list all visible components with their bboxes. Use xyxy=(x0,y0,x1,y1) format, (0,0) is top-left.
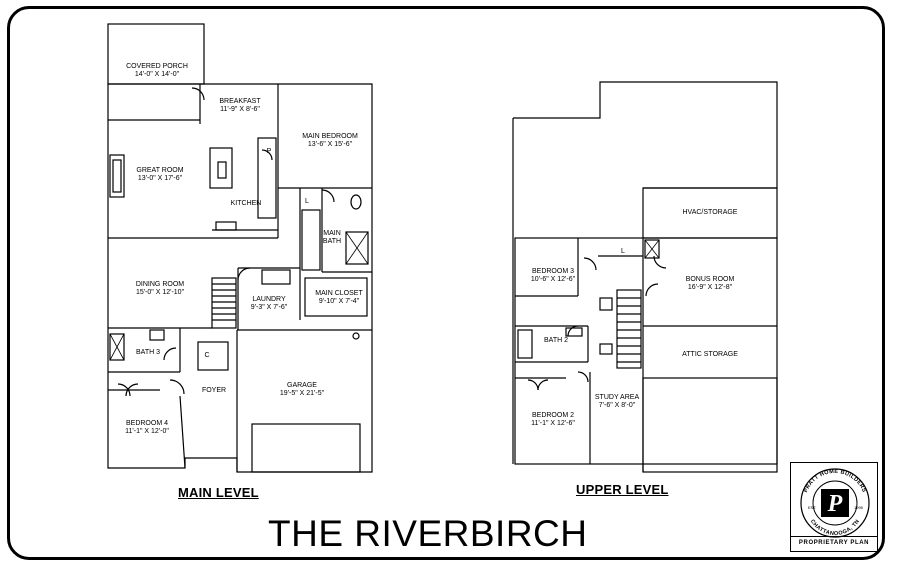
room-laundry: LAUNDRY 9'-3" x 7'-6" xyxy=(250,296,288,311)
svg-text:1995: 1995 xyxy=(854,505,864,510)
room-attic-storage: ATTIC STORAGE xyxy=(682,351,738,358)
room-great-room: GREAT ROOM 13'-0" x 17'-6" xyxy=(136,167,184,182)
room-bedroom-4: BEDROOM 4 11'-1" x 12'-0" xyxy=(125,420,169,435)
room-bedroom-2: BEDROOM 2 11'-1" x 12'-6" xyxy=(531,412,575,427)
room-garage: GARAGE 19'-5" x 21'-5" xyxy=(279,382,325,397)
room-bath-3: BATH 3 xyxy=(136,349,160,356)
builder-logo: PRATT HOME BUILDERS CHATTANOOGA, TN EST.… xyxy=(790,462,878,552)
closet-label: C xyxy=(204,352,210,359)
room-main-bath: MAIN BATH xyxy=(322,230,342,245)
room-bath-2: BATH 2 xyxy=(544,337,568,344)
room-bedroom-3: BEDROOM 3 10'-6" x 12'-6" xyxy=(530,268,576,283)
room-hvac-storage: HVAC/STORAGE xyxy=(682,209,738,216)
linen-label: L xyxy=(305,198,309,205)
upper-linen-label: L xyxy=(621,248,625,255)
page-frame xyxy=(7,6,885,560)
room-study-area: STUDY AREA 7'-6" x 8'-0" xyxy=(594,394,640,409)
room-foyer: FOYER xyxy=(201,387,227,394)
plan-title: THE RIVERBIRCH xyxy=(268,513,588,554)
upper-level-heading: UPPER LEVEL xyxy=(576,482,669,497)
room-main-closet: MAIN CLOSET 9'-10" x 7'-4" xyxy=(315,290,363,305)
main-level-plan xyxy=(107,23,373,473)
logo-seal-icon: PRATT HOME BUILDERS CHATTANOOGA, TN EST.… xyxy=(800,468,870,538)
main-level-heading: MAIN LEVEL xyxy=(178,485,259,500)
upper-level-plan xyxy=(512,81,778,473)
room-covered-porch: COVERED PORCH 14'-0" x 14'-0" xyxy=(126,63,188,78)
room-main-bedroom: MAIN BEDROOM 13'-6" x 15'-6" xyxy=(302,133,358,148)
svg-text:EST.: EST. xyxy=(808,505,816,510)
room-breakfast: BREAKFAST 11'-9" x 8'-6" xyxy=(219,98,261,113)
room-bonus-room: BONUS ROOM 16'-9" x 12'-8" xyxy=(685,276,735,291)
svg-text:P: P xyxy=(827,491,843,517)
room-kitchen: KITCHEN xyxy=(230,200,262,207)
pantry-label: P xyxy=(266,148,272,155)
svg-text:CHATTANOOGA, TN: CHATTANOOGA, TN xyxy=(809,519,861,537)
room-dining-room: DINING ROOM 15'-0" x 12'-10" xyxy=(135,281,185,296)
logo-footer: PROPRIETARY PLAN xyxy=(791,536,877,551)
